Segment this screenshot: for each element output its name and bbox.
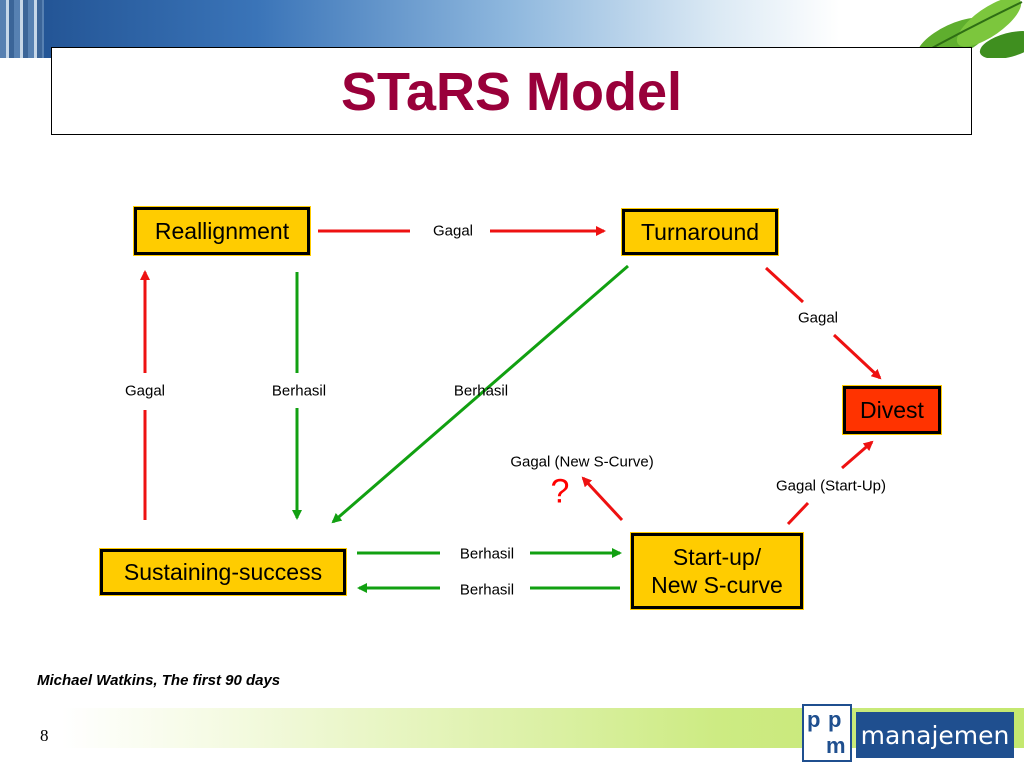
label-sustaining-realign: Gagal [124,382,166,400]
logo-name: manajemen [856,712,1014,758]
node-turnaround: Turnaround [621,208,779,256]
node-divest: Divest [842,385,942,435]
node-startup-line2: New S-curve [651,572,783,598]
node-reallignment: Reallignment [133,206,311,256]
edge-turnaround-sustaining [331,264,629,524]
edge-turnaround-divest-a [764,266,805,304]
page-number: 8 [40,726,49,745]
question-mark: ? [550,472,570,511]
logo-mark-p2: p [828,707,842,732]
node-startup: Start-up/ New S-curve [630,532,804,610]
node-sustaining-success: Sustaining-success [99,548,347,596]
node-startup-line1: Start-up/ [672,544,762,570]
building-image [0,0,44,58]
label-startup-divest: Gagal (Start-Up) [775,477,887,495]
title-box: STaRS Model [51,47,972,135]
label-startup-sustaining: Berhasil [459,581,515,599]
edge-startup-divest-a [786,501,810,526]
label-sustaining-startup: Berhasil [459,545,515,563]
footer-band [0,708,1024,748]
label-realign-turnaround: Gagal [432,222,474,240]
label-startup-unknown: Gagal (New S-Curve) [510,453,654,471]
ppm-logo-mark: p p m [802,704,852,762]
label-turnaround-sustaining: Berhasil [453,382,509,400]
logo-mark-p1: p [807,707,821,732]
edge-startup-unknown [581,476,624,522]
slide-title: STaRS Model [340,62,683,122]
ppm-logo: p p m manajemen [802,704,1014,762]
edge-startup-divest-b [841,440,874,470]
logo-mark-m: m [826,733,846,758]
edge-turnaround-divest-b [832,333,882,380]
citation: Michael Watkins, The first 90 days [37,672,281,689]
label-realign-sustaining: Berhasil [271,382,327,400]
label-turnaround-divest: Gagal [797,309,839,327]
